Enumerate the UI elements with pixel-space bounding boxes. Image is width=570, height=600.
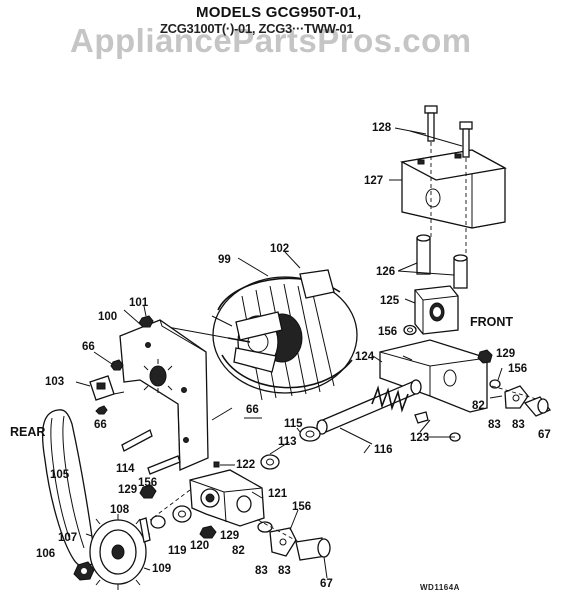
bracket-124-shape [379,339,488,413]
part-label-119[interactable]: 119 [168,545,187,557]
part-label-100[interactable]: 100 [98,311,118,323]
part-label-66-upper[interactable]: 66 [82,341,95,353]
label-rear: REAR [10,425,46,439]
bolt-114-shape [121,429,153,452]
pin-109-shape [139,517,151,543]
washer-119-a [150,515,166,529]
washer-113-shape [260,454,280,470]
part-label-82-right[interactable]: 82 [472,400,485,412]
watermark-text: AppliancePartsPros.com [70,22,472,59]
part-label-102[interactable]: 102 [270,243,290,255]
part-label-83-lower-b[interactable]: 83 [278,565,291,577]
part-label-83-right-b[interactable]: 83 [512,419,525,431]
spacers-126-shape [397,234,468,289]
part-label-121[interactable]: 121 [268,488,288,500]
part-label-156-left[interactable]: 156 [138,477,158,489]
washer-115-shape [299,426,321,442]
part-label-66-motor[interactable]: 66 [246,404,259,416]
bracket-127-shape [389,149,507,229]
part-label-115[interactable]: 115 [284,418,303,430]
switch-103-shape [75,375,125,401]
nut-66-left [110,359,124,371]
part-label-122[interactable]: 122 [236,459,256,471]
washer-123-a [414,411,429,424]
part-label-101[interactable]: 101 [129,297,149,309]
block-125-shape [404,285,459,335]
part-label-124[interactable]: 124 [355,351,375,363]
nut-101-shape [138,315,154,328]
part-label-116[interactable]: 116 [374,444,393,456]
nut-129-right [477,349,493,364]
part-label-67-lower[interactable]: 67 [320,578,333,590]
part-label-126[interactable]: 126 [376,266,396,278]
part-label-103[interactable]: 103 [45,376,65,388]
leader-lines [93,251,503,531]
bolts-128-shape [394,105,473,262]
part-label-108[interactable]: 108 [110,504,130,516]
part-label-156-lower[interactable]: 156 [292,501,312,513]
shaft-116-shape [316,379,422,445]
part-label-120[interactable]: 120 [190,540,210,552]
part-label-125[interactable]: 125 [380,295,400,307]
washer-119-b [172,505,192,523]
pin-67-right-shape [523,396,552,417]
part-label-129-right[interactable]: 129 [496,348,516,360]
washer-156-lower [257,521,273,533]
drawing-code: WD1164A [420,583,460,592]
nut-129-lower [199,525,217,539]
cam-82-83-lower-shape [257,519,311,557]
part-label-123[interactable]: 123 [410,432,430,444]
part-label-99[interactable]: 99 [218,254,231,266]
part-label-67-right[interactable]: 67 [538,429,551,441]
part-label-106[interactable]: 106 [36,548,56,560]
part-label-156-right[interactable]: 156 [508,363,528,375]
part-label-105[interactable]: 105 [50,469,70,481]
part-label-129-left[interactable]: 129 [118,484,138,496]
part-label-128[interactable]: 128 [372,122,392,134]
washer-156-upper [403,324,417,336]
part-label-127[interactable]: 127 [364,175,384,187]
frame-100-shape [119,319,209,471]
part-label-66-lower[interactable]: 66 [94,419,107,431]
nut-106-shape [73,561,95,581]
label-front: FRONT [470,315,514,329]
belt-105-ribs [50,415,85,549]
washer-115-hole [305,430,315,438]
bolt-156-left-shape [147,455,181,475]
motor-stud-top [211,315,233,327]
nut-66-lower [95,405,108,415]
diagram-title: MODELS GCG950T-01, [196,4,362,21]
gearbox-121-shape [149,461,265,527]
part-label-129-lower[interactable]: 129 [220,530,240,542]
part-label-114[interactable]: 114 [116,463,135,475]
part-label-83-lower-a[interactable]: 83 [255,565,268,577]
part-label-156-upper[interactable]: 156 [378,326,398,338]
motor-99-shape [139,269,358,401]
motor-stud-bottom [211,407,233,421]
nut-129-left [139,484,157,499]
part-label-107[interactable]: 107 [58,532,78,544]
washer-156-upper-hole [407,327,413,333]
part-label-109[interactable]: 109 [152,563,172,575]
part-label-82-lower[interactable]: 82 [232,545,245,557]
part-label-113[interactable]: 113 [278,436,297,448]
diagram-subtitle: ZCG3100T(·)-01, ZCG3···TWW-01 [160,21,354,36]
pin-67-lower-shape [295,537,331,579]
part-label-83-right-a[interactable]: 83 [488,419,501,431]
cam-82-83-right-shape [491,385,541,409]
